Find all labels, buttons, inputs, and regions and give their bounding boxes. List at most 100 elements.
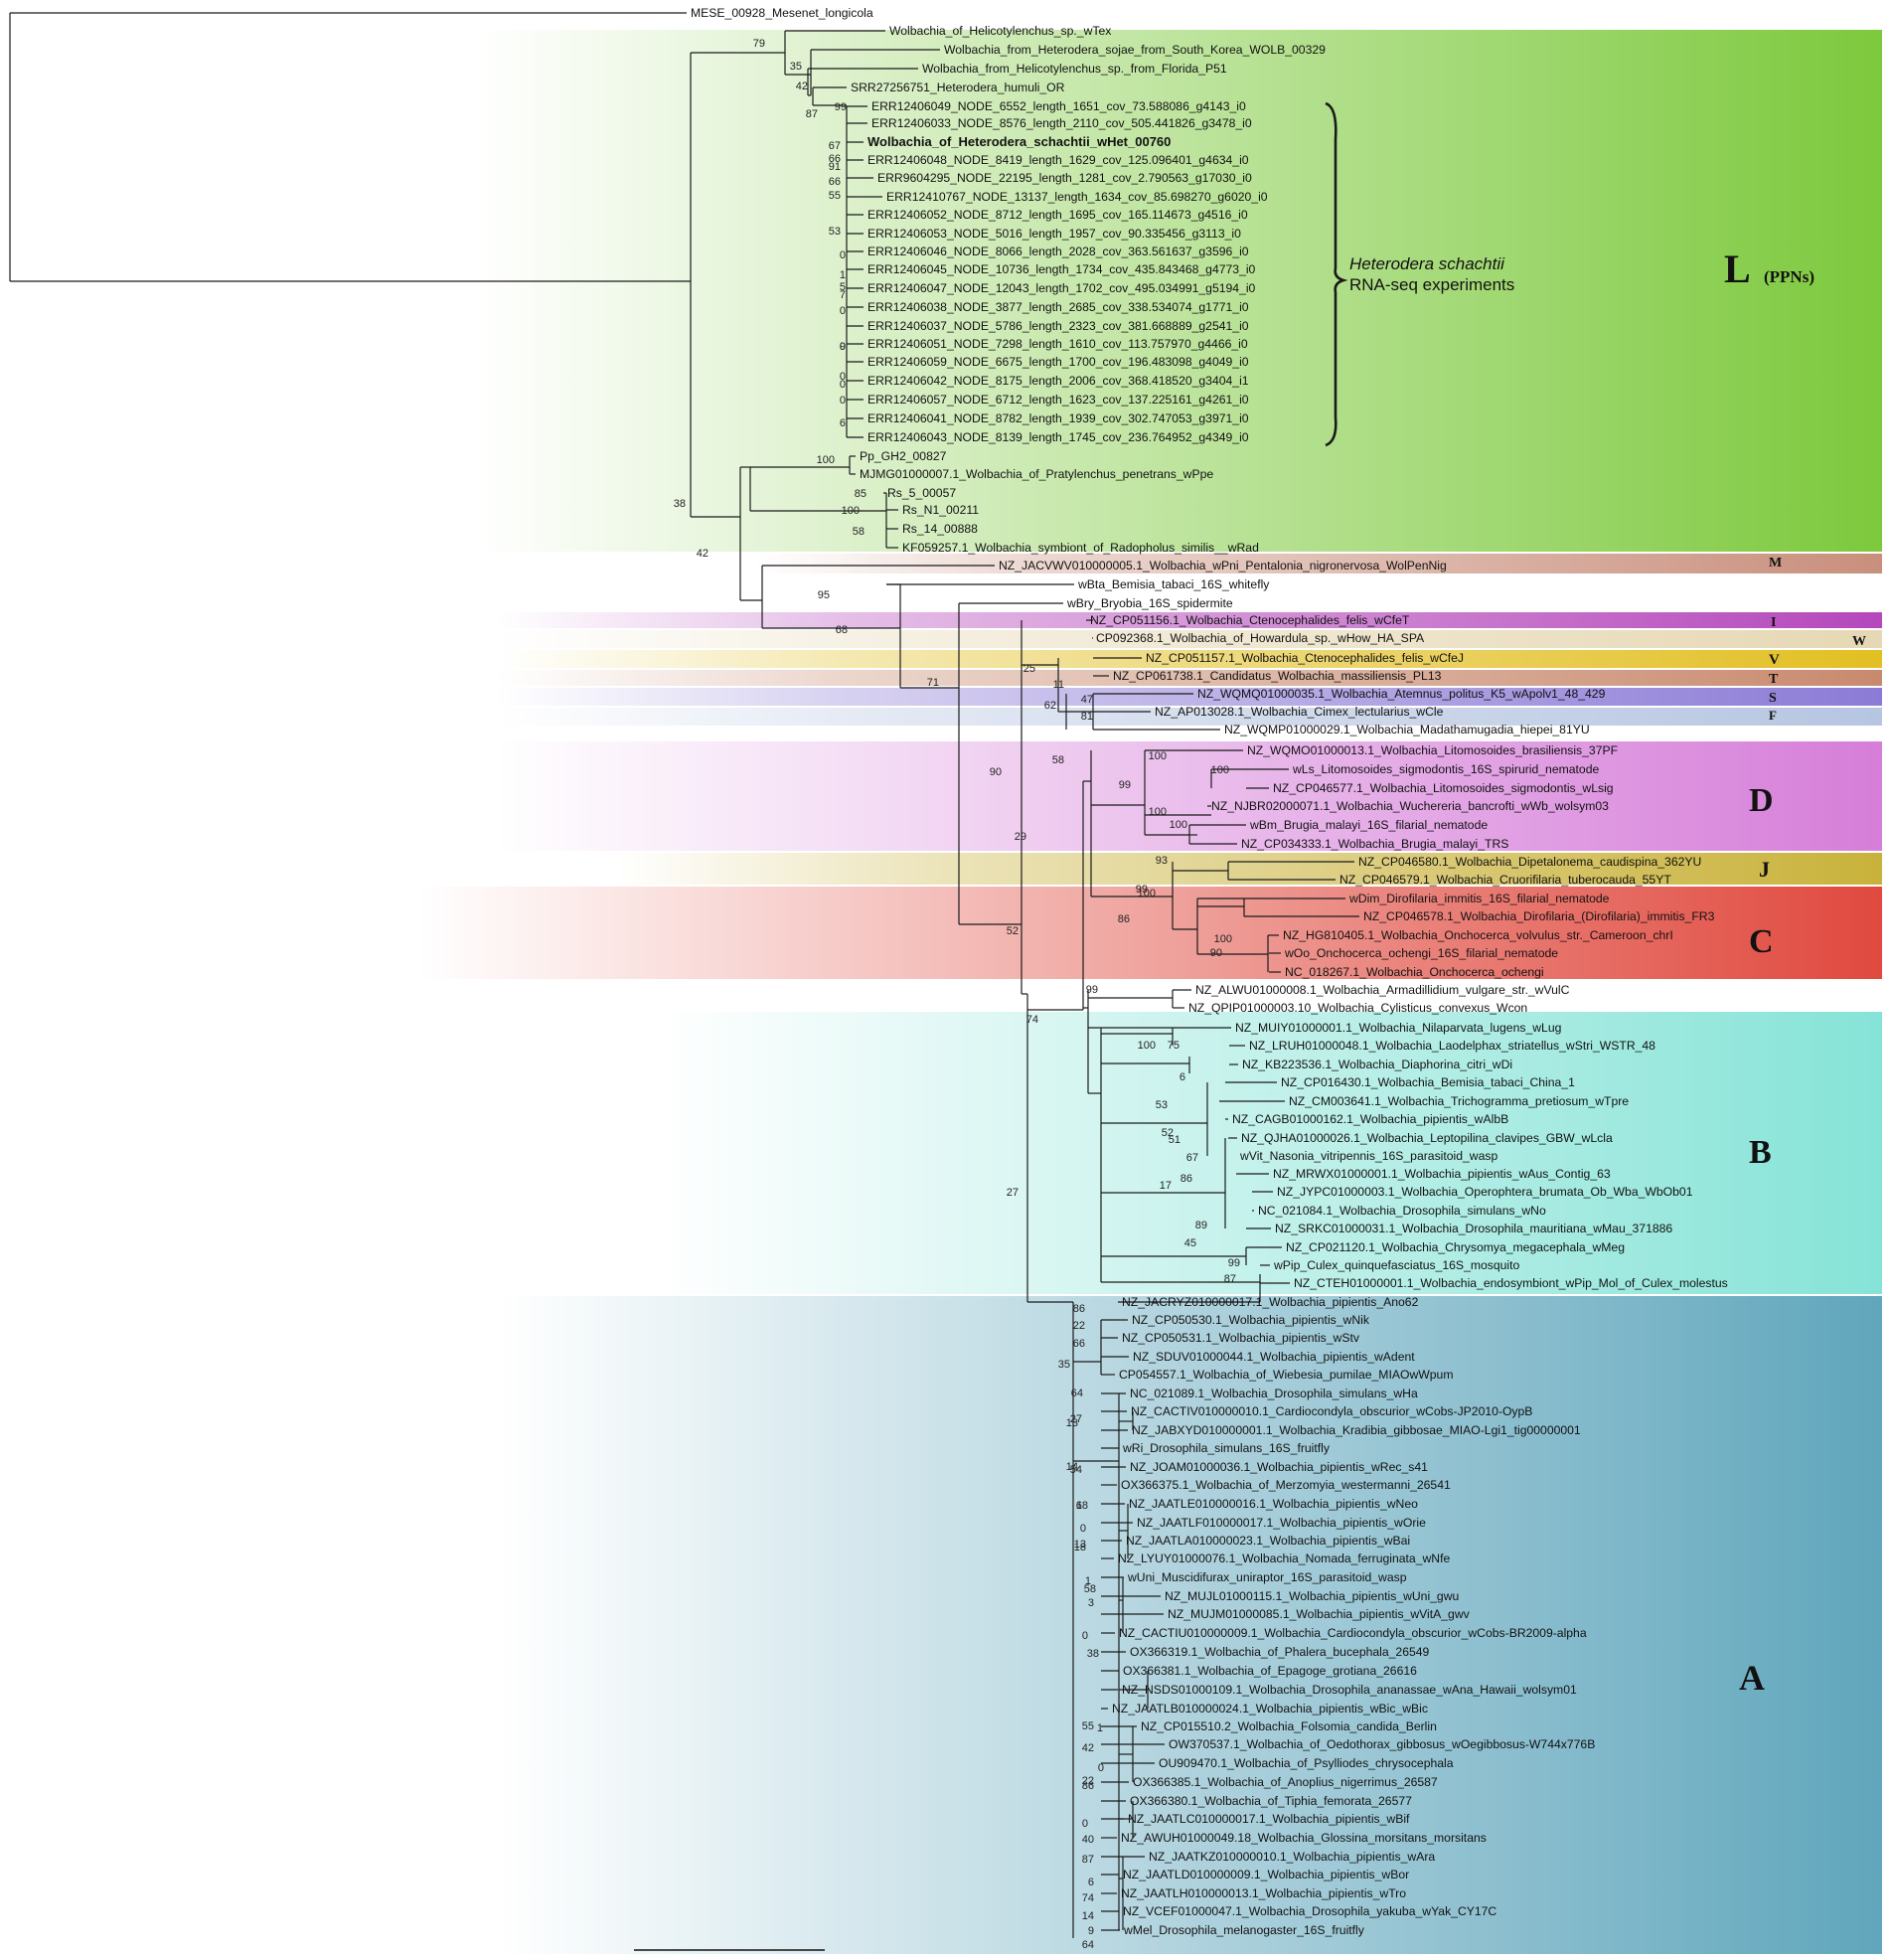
support-value: 81: [1081, 711, 1093, 723]
tip-label: NZ_LYUY01000076.1_Wolbachia_Nomada_ferru…: [1118, 1552, 1450, 1565]
tip-label: NZ_LRUH01000048.1_Wolbachia_Laodelphax_s…: [1249, 1039, 1655, 1053]
tip-label: NZ_CTEH01000001.1_Wolbachia_endosymbiont…: [1294, 1276, 1728, 1290]
support-value: 90: [1210, 947, 1222, 959]
support-value: 35: [1058, 1359, 1070, 1371]
tip-label: NZ_JAATLE010000016.1_Wolbachia_pipientis…: [1129, 1497, 1418, 1511]
clade-label-f: F: [1769, 708, 1777, 723]
clade-label-w: W: [1852, 634, 1866, 649]
support-value: 67: [1186, 1152, 1198, 1164]
tip-label: NZ_CP051156.1_Wolbachia_Ctenocephalides_…: [1090, 613, 1410, 627]
support-value: 42: [796, 81, 808, 92]
clade-bands: [417, 30, 1882, 1954]
tip-label: NZ_JACVWV010000005.1_Wolbachia_wPni_Pent…: [999, 559, 1447, 572]
support-value: 95: [818, 589, 830, 601]
tip-label: NZ_CM003641.1_Wolbachia_Trichogramma_pre…: [1289, 1094, 1629, 1108]
support-value: 86: [1181, 1173, 1192, 1185]
tip-label: ERR12406033_NODE_8576_length_2110_cov_50…: [871, 116, 1252, 130]
support-value: 53: [1156, 1099, 1168, 1111]
support-value: 100: [1211, 764, 1229, 776]
rna-seq-annotation: Heterodera schachtii RNA-seq experiments: [1325, 101, 1514, 447]
clade-band-v: [497, 650, 1882, 668]
support-value: 86: [1082, 1780, 1094, 1792]
support-value: 5: [840, 281, 846, 293]
tip-label: NZ_MUJM01000085.1_Wolbachia_pipientis_wV…: [1168, 1607, 1471, 1621]
tip-label: Wolbachia_from_Heterodera_sojae_from_Sou…: [944, 43, 1326, 57]
support-value: 13: [1074, 1539, 1086, 1551]
tip-label: wBm_Brugia_malayi_16S_filarial_nematode: [1249, 818, 1488, 832]
tip-label: NZ_JABXYD010000001.1_Wolbachia_Kradibia_…: [1132, 1423, 1581, 1437]
clade-label-l: L: [1724, 246, 1751, 291]
tip-label: NZ_JAATKZ010000010.1_Wolbachia_pipientis…: [1149, 1850, 1435, 1864]
support-value: 64: [1082, 1939, 1094, 1951]
tip-label: ERR9604295_NODE_22195_length_1281_cov_2.…: [877, 171, 1252, 185]
tip-labels: MESE_00928_Mesenet_longicolaWolbachia_of…: [691, 6, 1728, 1937]
tip-label: OX366381.1_Wolbachia_of_Epagoge_grotiana…: [1123, 1664, 1417, 1678]
support-value: 9: [840, 341, 846, 353]
clade-label-j: J: [1759, 857, 1770, 882]
tip-label: NZ_CP021120.1_Wolbachia_Chrysomya_megace…: [1286, 1240, 1625, 1254]
tip-label: MJMG01000007.1_Wolbachia_of_Pratylenchus…: [860, 467, 1213, 481]
tip-label: NZ_CP050531.1_Wolbachia_pipientis_wStv: [1122, 1331, 1360, 1345]
tip-label: NZ_SRKC01000031.1_Wolbachia_Drosophila_m…: [1275, 1222, 1672, 1235]
tip-label: CP054557.1_Wolbachia_of_Wiebesia_pumilae…: [1119, 1368, 1453, 1382]
tip-label: NZ_CP016430.1_Wolbachia_Bemisia_tabaci_C…: [1281, 1075, 1575, 1089]
support-value: 0: [1082, 1818, 1088, 1830]
tip-label: NZ_JOAM01000036.1_Wolbachia_pipientis_wR…: [1130, 1460, 1428, 1474]
clade-label-m: M: [1769, 556, 1782, 571]
support-value: 79: [753, 38, 765, 50]
support-value: 68: [1076, 1500, 1088, 1512]
clade-band-c: [417, 887, 1882, 979]
support-value: 100: [842, 505, 860, 517]
support-value: 51: [1169, 1134, 1181, 1146]
tip-label: ERR12406037_NODE_5786_length_2323_cov_38…: [867, 319, 1249, 333]
support-value: 17: [1160, 1180, 1172, 1192]
support-value: 75: [1168, 1040, 1180, 1052]
bracket: [1325, 101, 1348, 447]
support-value: 87: [1082, 1854, 1094, 1866]
support-value: 0: [840, 379, 846, 391]
tree-branches: [9, 12, 1359, 1938]
support-value: 0: [840, 249, 846, 261]
tip-label: Rs_5_00057: [887, 486, 956, 500]
support-value: 1: [1097, 1722, 1103, 1734]
tip-label: NZ_CP046579.1_Wolbachia_Cruorifilaria_tu…: [1339, 873, 1671, 887]
support-value: 6: [1180, 1071, 1185, 1083]
support-value: 42: [1082, 1742, 1094, 1754]
tip-label: OX366380.1_Wolbachia_of_Tiphia_femorata_…: [1130, 1794, 1412, 1808]
support-value: 0: [840, 305, 846, 317]
support-value: 100: [1138, 1040, 1156, 1052]
tip-label: NZ_WQMP01000029.1_Wolbachia_Madathamugad…: [1224, 723, 1590, 736]
tip-label: wPip_Culex_quinquefasciatus_16S_mosquito: [1273, 1258, 1520, 1272]
tip-label: wVit_Nasonia_vitripennis_16S_parasitoid_…: [1239, 1149, 1497, 1163]
tip-label: NZ_CP050530.1_Wolbachia_pipientis_wNik: [1132, 1313, 1370, 1327]
support-value: 93: [1156, 855, 1168, 867]
support-value: 18: [1074, 1542, 1086, 1553]
tip-label: NZ_JYPC01000003.1_Wolbachia_Operophtera_…: [1277, 1185, 1693, 1199]
tip-label: ERR12406052_NODE_8712_length_1695_cov_16…: [867, 208, 1248, 222]
tip-label: NZ_AWUH01000049.18_Wolbachia_Glossina_mo…: [1121, 1831, 1487, 1845]
tip-label: wOo_Onchocerca_ochengi_16S_filarial_nema…: [1284, 946, 1558, 960]
tip-label: NZ_NJBR02000071.1_Wolbachia_Wuchereria_b…: [1211, 799, 1609, 813]
support-value: 14: [1082, 1910, 1094, 1922]
support-value: 38: [674, 498, 686, 510]
support-value: 1: [1085, 1575, 1091, 1587]
clade-label-c: C: [1749, 923, 1774, 960]
support-value: 6: [840, 417, 846, 429]
support-value: 27: [1007, 1187, 1019, 1199]
tip-label: OW370537.1_Wolbachia_of_Oedothorax_gibbo…: [1169, 1737, 1595, 1751]
support-value: 74: [1026, 1014, 1038, 1026]
support-value: 0: [1080, 1523, 1086, 1535]
tip-label: wMel_Drosophila_melanogaster_16S_fruitfl…: [1123, 1923, 1365, 1937]
tip-label: OX366319.1_Wolbachia_of_Phalera_bucephal…: [1130, 1645, 1430, 1659]
support-value: 45: [1184, 1237, 1196, 1249]
tip-label: ERR12406038_NODE_3877_length_2685_cov_33…: [867, 300, 1249, 314]
tip-label: wRi_Drosophila_simulans_16S_fruitfly: [1122, 1441, 1331, 1455]
tip-label: NZ_MUJL01000115.1_Wolbachia_pipientis_wU…: [1165, 1589, 1459, 1603]
support-value: 100: [1149, 750, 1167, 762]
clade-band-l: [477, 30, 1882, 552]
tip-label: OX366385.1_Wolbachia_of_Anoplius_nigerri…: [1133, 1775, 1438, 1789]
support-value: 1: [840, 269, 846, 281]
tip-label: NZ_QJHA01000026.1_Wolbachia_Leptopilina_…: [1241, 1131, 1613, 1145]
support-value: 1: [1076, 1500, 1082, 1512]
